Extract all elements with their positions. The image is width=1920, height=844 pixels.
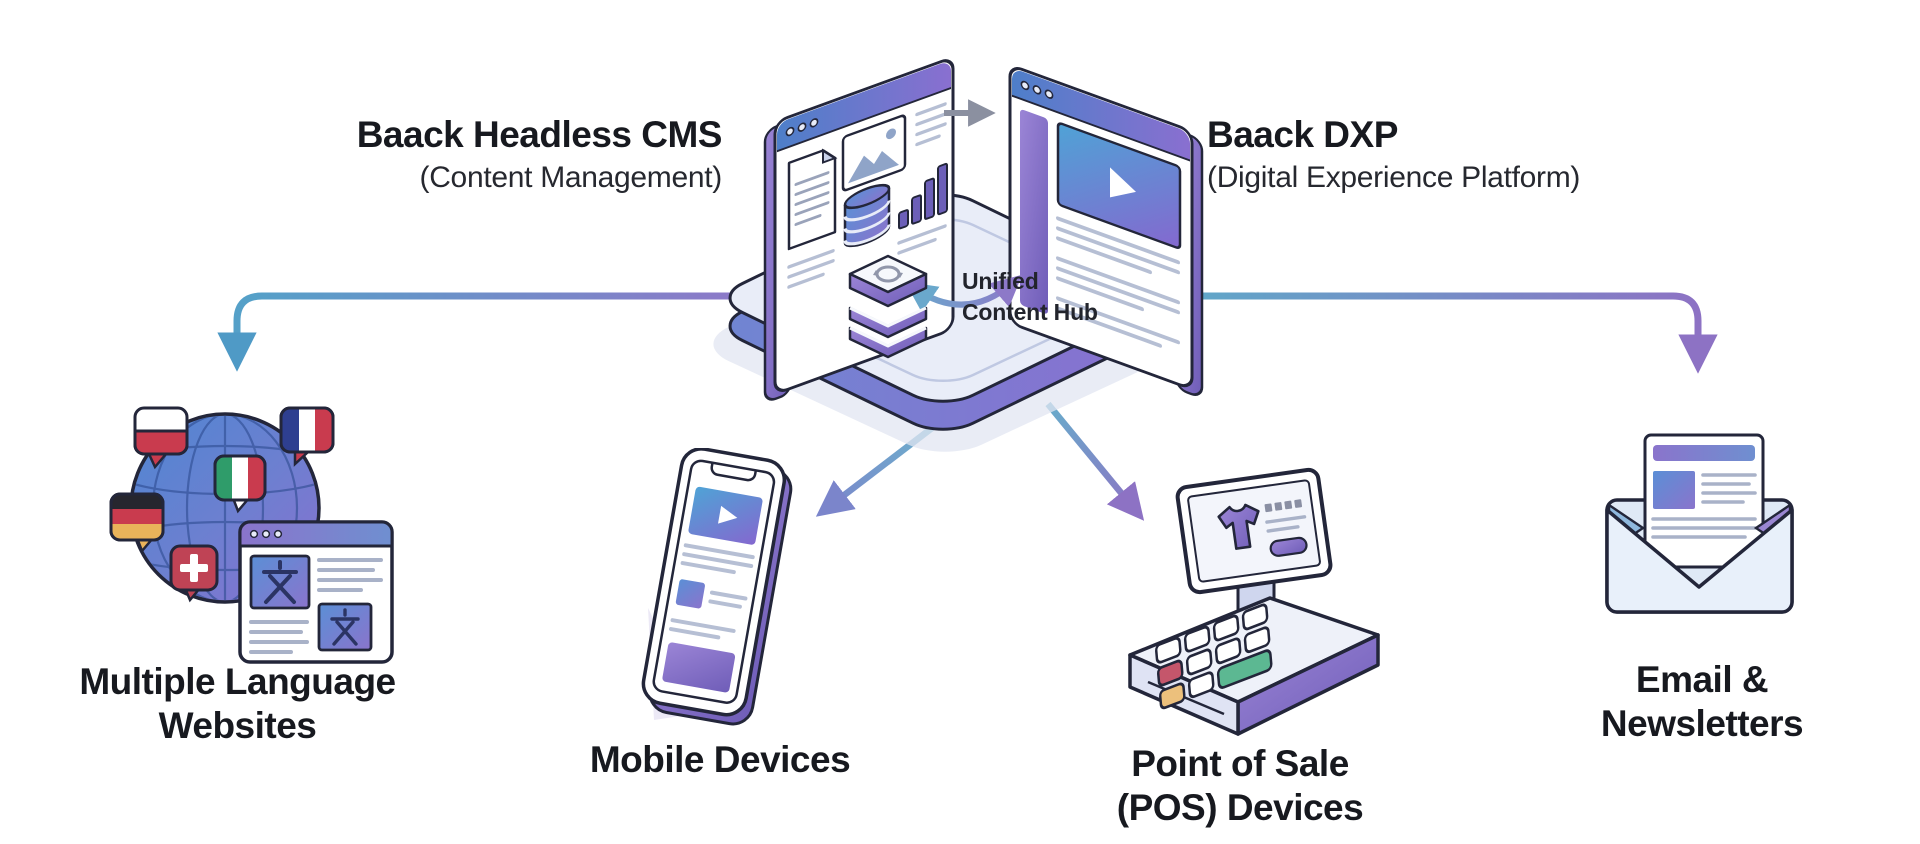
browser-dots bbox=[785, 118, 819, 137]
unified-content-hub-illustration bbox=[713, 59, 1204, 452]
tshirt-icon bbox=[1217, 503, 1260, 550]
translation-browser bbox=[238, 520, 394, 664]
flag-bubble-cross bbox=[169, 544, 219, 603]
sidebar-strip bbox=[1020, 109, 1048, 314]
newsletter-page bbox=[1643, 433, 1765, 569]
cms-title: Baack Headless CMS bbox=[356, 114, 723, 155]
bar-chart-icon bbox=[898, 162, 948, 230]
smartphone-icon bbox=[641, 448, 793, 726]
dxp-title: Baack DXP bbox=[1207, 114, 1398, 155]
pos-base bbox=[1128, 596, 1380, 736]
wen-glyph-small bbox=[330, 608, 360, 646]
document-icon bbox=[787, 148, 838, 251]
browser-dots bbox=[1020, 80, 1054, 99]
unified-content-hub-icon bbox=[848, 254, 928, 359]
dxp-browser-icon bbox=[1008, 67, 1204, 396]
flag-bubble-germany bbox=[109, 492, 165, 554]
database-icon bbox=[843, 183, 891, 248]
phone-notch bbox=[710, 462, 758, 482]
price-lines bbox=[1264, 499, 1308, 557]
keypad bbox=[1154, 603, 1273, 710]
sync-glyph bbox=[873, 265, 903, 283]
open-envelope-newsletter-icon bbox=[1605, 433, 1794, 614]
text-lines bbox=[787, 102, 947, 289]
cms-subtitle: (Content Management) bbox=[419, 161, 723, 194]
content-block bbox=[662, 642, 736, 693]
text-lines bbox=[1651, 473, 1757, 539]
sync-arrow-icon bbox=[905, 274, 1023, 313]
image-placeholder-icon bbox=[841, 114, 907, 192]
label-mobile-devices: Mobile Devices bbox=[589, 739, 851, 780]
label-email-newsletters: Email & Newsletters bbox=[1600, 659, 1804, 744]
connector-to-pos bbox=[1045, 401, 1145, 521]
newsletter-image bbox=[1653, 471, 1695, 509]
connector-to-language-websites bbox=[217, 292, 740, 372]
pos-screen bbox=[1175, 467, 1333, 595]
key-red bbox=[1156, 659, 1184, 687]
text-lines bbox=[668, 543, 755, 640]
globe-language-flags-icon bbox=[109, 406, 394, 664]
label-pos-devices: Point of Sale (POS) Devices bbox=[1116, 743, 1364, 828]
label-multiple-language-websites: Multiple Language Websites bbox=[79, 661, 396, 746]
dxp-subtitle: (Digital Experience Platform) bbox=[1207, 161, 1581, 194]
flag-bubble-poland bbox=[133, 406, 189, 470]
image-tile bbox=[675, 579, 705, 609]
video-player-icon bbox=[688, 486, 763, 545]
key-orange bbox=[1158, 682, 1186, 710]
flag-bubble-italy bbox=[213, 454, 267, 514]
unified-content-hub-label: Unified Content Hub bbox=[962, 266, 1182, 328]
newsletter-header bbox=[1653, 445, 1755, 461]
dxp-label: Baack DXP (Digital Experience Platform) bbox=[1207, 112, 1707, 198]
key-green bbox=[1216, 649, 1273, 689]
video-player-icon bbox=[1056, 122, 1182, 250]
envelope-front-flap bbox=[1605, 508, 1794, 614]
hub-label-line2: Content Hub bbox=[962, 299, 1098, 325]
wen-glyph bbox=[262, 560, 298, 604]
connector-to-email bbox=[1180, 292, 1718, 374]
text-lines bbox=[249, 558, 383, 654]
hub-label-line1: Unified bbox=[962, 268, 1039, 294]
text-lines bbox=[1056, 216, 1180, 348]
cms-label: Baack Headless CMS (Content Management) bbox=[262, 112, 723, 198]
flag-bubble-france bbox=[279, 406, 335, 467]
pos-terminal-icon bbox=[1128, 467, 1380, 736]
